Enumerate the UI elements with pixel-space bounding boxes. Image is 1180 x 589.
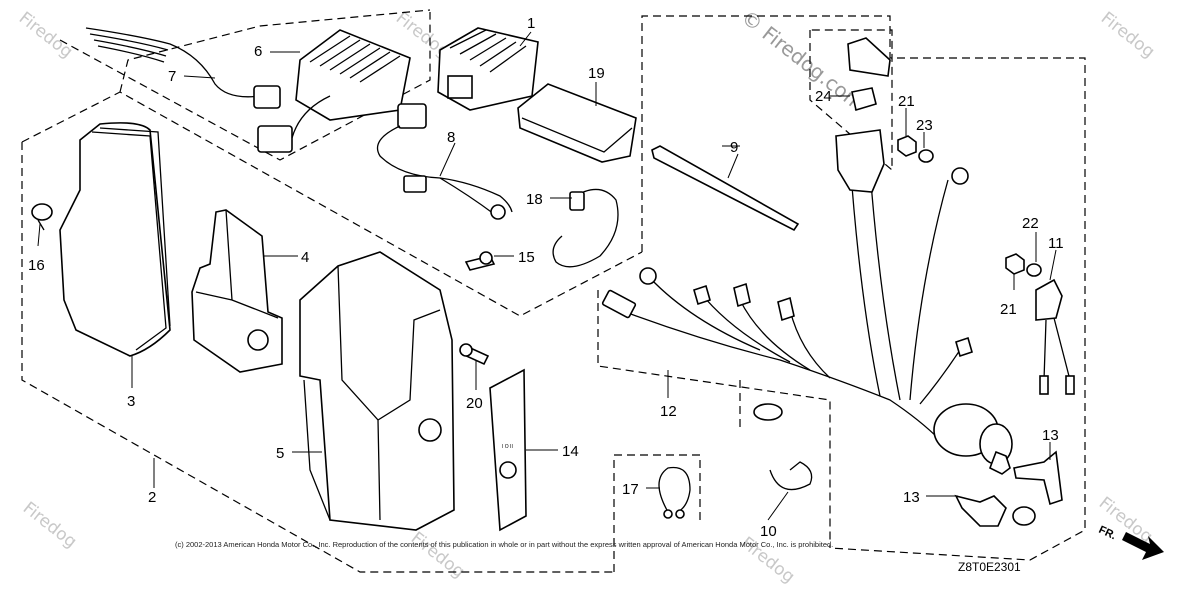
harness-12-trunk [619,309,941,441]
outline-upper-box [119,9,431,93]
cable-8 [376,103,513,220]
label-21b: 21 [1000,301,1017,318]
cable-8-wire [376,125,513,213]
label-21a: 21 [898,93,915,110]
copyright-notice: (c) 2002-2013 American Honda Motor Co., … [175,540,833,549]
harness-12-plug-a [601,289,637,319]
label-13a: 13 [1042,427,1059,444]
label-15: 15 [518,249,535,266]
pad-19-body [517,83,637,163]
label-12: 12 [660,403,677,420]
label-14: 14 [562,443,579,460]
watermark-bottom-mid: Firedog [407,528,468,582]
label-19: 19 [588,65,605,82]
label-22: 22 [1022,215,1039,232]
fr-label: FR. [1097,524,1118,542]
connector-7a [253,85,281,109]
leader-lines [37,31,1057,521]
label-plate-14-body [489,368,527,532]
bracket-4 [191,209,283,373]
part-labels: 1 2 3 4 5 6 7 8 9 10 11 12 13 13 14 15 1… [28,15,1064,540]
outline-main-box-left [21,142,614,573]
label-24: 24 [815,88,832,105]
washer-22 [1026,263,1042,277]
o-ring [1012,506,1036,526]
nut-21-bottom [1005,253,1025,275]
key-13-lower [954,494,1007,527]
sensor-11-body [1035,278,1063,321]
bolt-16 [31,203,53,231]
pad-19 [517,83,637,163]
group-outlines [21,9,1086,573]
label-3: 3 [127,393,135,410]
bracket-4-body [191,209,283,373]
solenoid [933,403,1013,475]
bolt-16-head [31,203,53,221]
label-2: 2 [148,489,156,506]
label-4: 4 [301,249,309,266]
watermark-bottom-left: Firedog [19,498,80,552]
label-7: 7 [168,68,176,85]
grommet-10 [753,403,783,421]
nuts-21-23 [897,135,1042,277]
cable-8-connector [397,103,427,129]
label-20: 20 [466,395,483,412]
outline-harness-box [597,290,831,548]
drawing-code: Z8T0E2301 [958,560,1021,574]
label-16: 16 [28,257,45,274]
clip-17 [658,466,691,519]
cable-tie-18-band [552,188,619,268]
nut-21-top [897,135,917,157]
label-8: 8 [447,129,455,146]
screw-20 [459,343,490,366]
rod-9 [651,145,800,232]
regulator-1-plug [447,75,473,99]
outline-sub-right-box [809,29,893,172]
label-11: 11 [1048,235,1064,252]
fuse-holder-top [847,37,891,77]
outline-main-box [21,91,643,317]
label-plate-text: I O II [502,444,513,450]
regulator-1-assembly [437,27,539,111]
housing-5-body [299,251,455,531]
cover-3-body [59,122,171,357]
key-13-upper [1013,450,1063,506]
harness-12 [601,159,973,441]
label-13b: 13 [903,489,920,506]
outline-right-box [641,15,1086,561]
label-10: 10 [760,523,777,540]
label-1: 1 [527,15,535,32]
clamp-10 [769,461,813,491]
harness-12-terminal-a [639,267,657,285]
cover-3 [59,122,171,357]
connector-7b [257,125,293,153]
regulator-6-assembly [85,27,411,153]
washer-23 [918,149,934,163]
cable-tie-18 [552,188,619,268]
sensor-11 [1035,278,1075,395]
label-plate-14: I O II [489,368,527,532]
label-23: 23 [916,117,933,134]
label-18: 18 [526,191,543,208]
keys-13 [954,450,1063,527]
fr-arrow-icon [1122,532,1164,560]
label-6: 6 [254,43,262,60]
clip-17-body [658,466,691,513]
wire-7-leads [85,27,261,98]
watermark-top-left: Firedog [15,8,76,62]
screw-15 [464,251,496,271]
connector-24-assembly [835,37,891,193]
label-17: 17 [622,481,639,498]
outline-item17-box [613,454,701,572]
rod-9-body [651,145,800,232]
watermark-top-right: Firedog [1097,8,1158,62]
label-5: 5 [276,445,284,462]
label-9: 9 [730,139,738,156]
fuse-24 [851,87,877,112]
housing-5 [299,251,455,531]
clamps-10 [753,403,813,491]
connector-24-body [835,129,885,193]
